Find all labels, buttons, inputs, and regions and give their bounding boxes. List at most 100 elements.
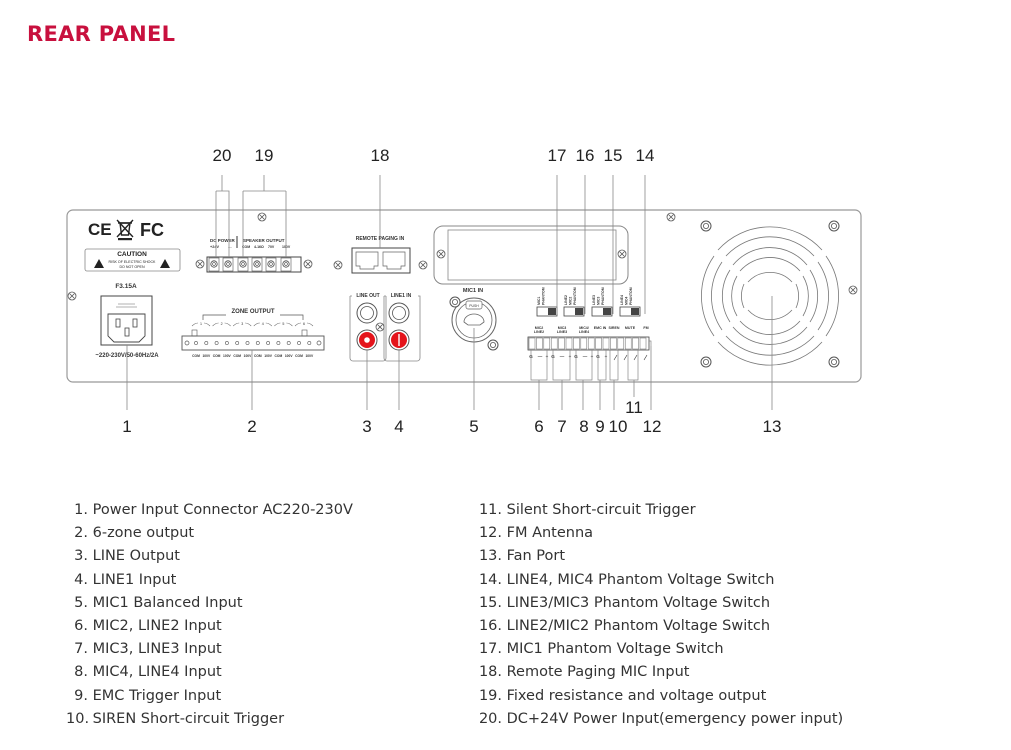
caution-label: CAUTION RISK OF ELECTRIC SHOCK DO NOT OP… <box>84 248 181 272</box>
label-text: SIREN Short-circuit Trigger <box>92 710 285 727</box>
label-text: EMC Trigger Input <box>92 687 222 704</box>
phantom-switch-label: MIC3 <box>597 297 601 305</box>
label-text: Power Input Connector AC220-230V <box>92 502 353 518</box>
phantom-switch-label: PHANTOM <box>542 287 546 305</box>
callout-8: 8 <box>579 417 588 436</box>
zone-terminal <box>307 341 312 345</box>
callout-4: 4 <box>394 417 403 436</box>
label-text: 4. <box>74 571 88 588</box>
label-text: LINE2/MIC2 Phantom Voltage Switch <box>506 618 771 635</box>
callout-15: 15 <box>604 146 623 165</box>
rj45-port-icon <box>355 251 379 270</box>
zone-terminal-label: COM <box>275 354 283 358</box>
label-text: 15. <box>478 594 502 611</box>
weee-bin-icon <box>116 219 134 241</box>
terminal-slot <box>550 337 558 350</box>
terminal-slot <box>565 337 573 350</box>
zone-bracket <box>253 322 273 327</box>
label-text: 6-zone output <box>92 525 195 542</box>
chassis-screw-top <box>257 212 267 222</box>
label-text: +24V <box>210 245 219 249</box>
zone-bracket <box>232 322 252 327</box>
zone-terminal <box>204 341 209 345</box>
callout-6: 6 <box>534 417 543 436</box>
label-text: FM Antenna <box>506 525 594 542</box>
callout-19: 19 <box>255 146 274 165</box>
label-text: DC POWER <box>210 238 236 243</box>
zone-terminal-label: COM <box>213 354 221 358</box>
warning-triangle-icon <box>160 259 170 268</box>
terminal-group-label: LINE3 <box>557 330 567 334</box>
zone-terminal-label: 100V <box>285 354 294 358</box>
callout-13: 13 <box>763 417 782 436</box>
zone-number: 2 <box>221 322 223 326</box>
fuse-rating: F3.15A <box>115 283 137 290</box>
label-text: 10. <box>66 710 90 727</box>
fan-grille <box>700 220 840 368</box>
label-text: SPEAKER OUTPUT <box>243 238 285 243</box>
chassis-screw-right <box>848 285 858 295</box>
certification-logos: CE FC <box>88 219 164 241</box>
terminal-slot <box>639 337 647 350</box>
terminal-slot <box>610 337 617 350</box>
label-text: MIC1 IN <box>463 288 483 294</box>
zone-terminal-label: 100V <box>202 354 211 358</box>
label-text: 13. <box>478 548 502 565</box>
label-text: 12. <box>478 525 502 542</box>
terminal-slot <box>587 337 595 350</box>
terminal-group-label: LINE2 <box>534 330 544 334</box>
callout-16: 16 <box>576 146 595 165</box>
terminal-slot <box>543 337 551 350</box>
label-text: 14. <box>478 571 502 588</box>
phantom-switch-label: LINE3 <box>592 295 596 305</box>
blank-cover-plate <box>433 225 629 285</box>
label-text: 17. <box>478 641 502 658</box>
rj45-port-icon <box>382 251 406 270</box>
screw-terminal <box>251 257 263 272</box>
label-text: MIC4, LINE4 Input <box>92 664 222 681</box>
label-text: 16. <box>478 618 502 635</box>
legend-item: 12. FM Antenna <box>478 522 843 545</box>
callout-lines <box>126 175 773 410</box>
zone-terminal-label: 100V <box>244 354 253 358</box>
callout-2: 2 <box>247 417 256 436</box>
terminal-group-label: EMC IN <box>594 326 607 330</box>
screw-terminal <box>280 257 292 272</box>
label-text: 18. <box>478 664 502 681</box>
chassis-screw-left <box>67 291 77 301</box>
callout-12: 12 <box>643 417 662 436</box>
legend-item: 17. MIC1 Phantom Voltage Switch <box>478 638 843 661</box>
terminal-group-label: SIREN <box>609 326 620 330</box>
screw-terminal <box>265 257 277 272</box>
callout-5: 5 <box>469 417 478 436</box>
label-text: 9. <box>74 687 88 704</box>
phantom-switch-label: MIC2 <box>569 297 573 305</box>
terminal-slot <box>580 337 588 350</box>
line-out-jack: LINE OUT <box>349 293 387 362</box>
label-text: 5. <box>74 594 88 611</box>
zone-terminal-label: 100V <box>264 354 273 358</box>
switch-symbol-icon <box>633 354 638 361</box>
label-text: 19. <box>478 687 502 704</box>
fc-mark: FC <box>140 220 164 240</box>
label-text: 100V <box>282 245 291 249</box>
legend-item: 7. MIC3, LINE3 Input <box>66 638 353 661</box>
legend-item: 19. Fixed resistance and voltage output <box>478 685 843 708</box>
terminal-block-body <box>527 336 650 351</box>
terminal-slot <box>558 337 565 350</box>
label-text: LINE Output <box>92 548 180 565</box>
legend-item: 11. Silent Short-circuit Trigger <box>478 499 843 522</box>
legend-left-column: 1. Power Input Connector AC220-230V 2. 6… <box>66 499 353 731</box>
zone-bracket <box>212 322 231 327</box>
callout-20: 20 <box>213 146 232 165</box>
legend-item: 4. LINE1 Input <box>66 569 353 592</box>
label-text: LINE OUT <box>356 293 379 299</box>
zone-bracket <box>274 322 293 327</box>
warning-triangle-icon <box>94 259 104 268</box>
zone-terminal-label: COM <box>295 354 303 358</box>
screw-terminal <box>222 257 234 272</box>
